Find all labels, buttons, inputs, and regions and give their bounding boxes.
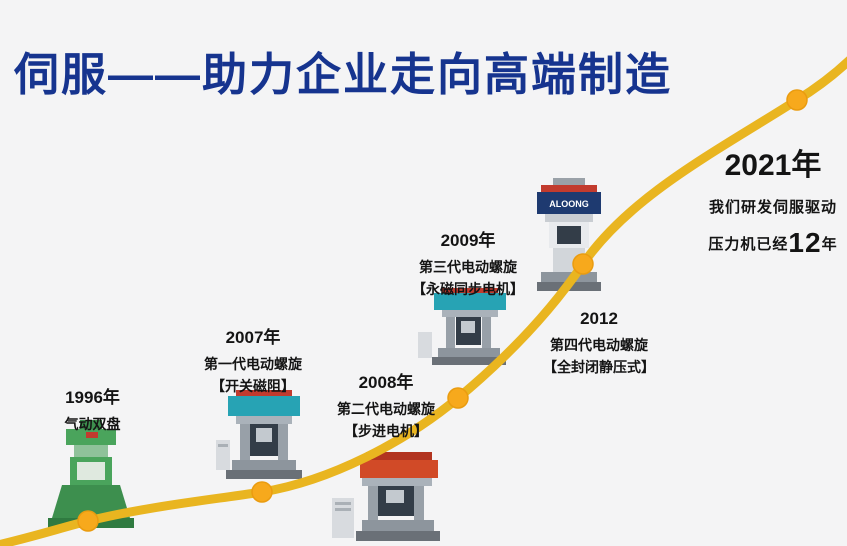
milestone-desc: 第一代电动螺旋 [204,356,302,372]
teal-press-small-illustration [418,288,518,376]
finale-line1: 我们研发伺服驱动 [708,199,837,216]
milestone-year: 2021年 [724,149,822,182]
milestone-2021: 2021年 我们研发伺服驱动 压力机已经12年 [693,140,847,259]
curve-marker-2021 [786,89,808,111]
milestone-year: 2012 [580,309,618,328]
milestone-2007: 2007年 第一代电动螺旋 【开关磁阻】 [187,323,319,397]
milestone-desc: 【永磁同步电机】 [412,281,524,297]
finale-line2-prefix: 压力机已经 [708,236,789,253]
milestone-year: 2007年 [225,328,281,347]
milestone-desc: 第四代电动螺旋 [550,337,648,353]
milestone-year: 1996年 [65,388,120,407]
finale-years-count: 12 [788,227,822,258]
green-friction-press-illustration [46,420,136,532]
milestone-desc: 气动双盘 [64,416,121,432]
machine-brand-label: ALOONG [549,199,589,209]
milestone-2009: 2009年 第三代电动螺旋 【永磁同步电机】 [402,226,534,300]
milestone-desc: 第二代电动螺旋 [337,401,435,417]
milestone-year: 2009年 [440,231,496,250]
finale-line2: 压力机已经12年 [693,227,847,259]
navy-press-illustration: ALOONG [527,178,612,300]
milestone-year: 2008年 [358,373,414,392]
milestone-desc: 第三代电动螺旋 [419,259,517,275]
milestone-desc: 【全封闭静压式】 [543,359,655,375]
milestone-2012: 2012 第四代电动螺旋 【全封闭静压式】 [533,309,665,378]
milestone-1996: 1996年 气动双盘 [35,383,150,435]
finale-line2-suffix: 年 [821,236,838,253]
teal-press-illustration [216,390,311,490]
milestone-2008: 2008年 第二代电动螺旋 【步进电机】 [320,368,452,442]
red-press-illustration [332,452,447,546]
page-title: 伺服——助力企业走向高端制造 [14,49,673,100]
milestone-desc: 【步进电机】 [344,423,428,439]
milestone-desc: 【开关磁阻】 [211,378,295,394]
